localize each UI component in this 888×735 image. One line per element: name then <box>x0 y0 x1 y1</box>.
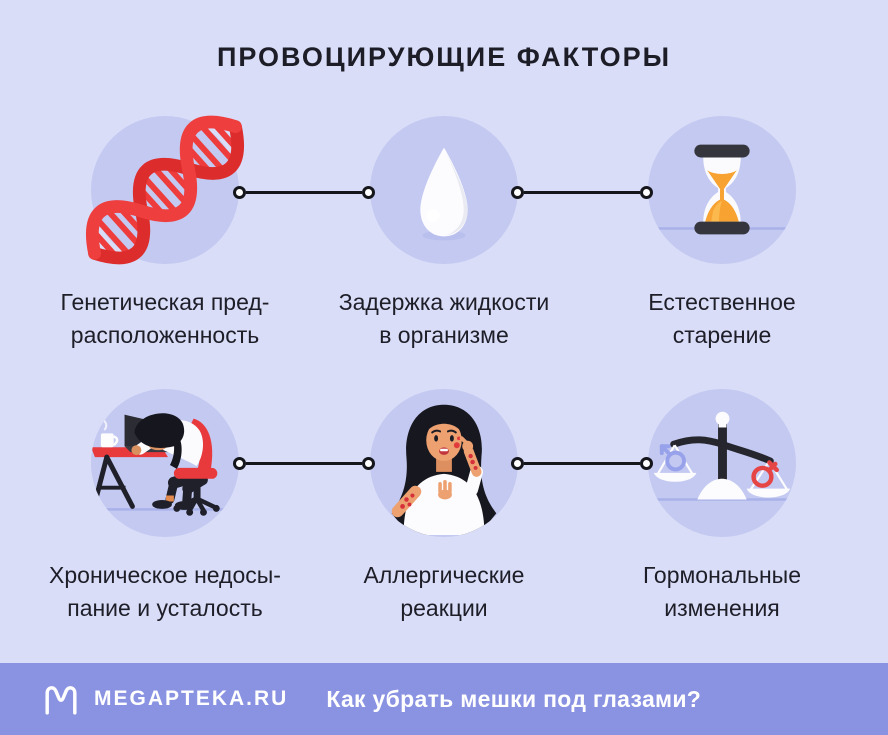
factor-circle-allergy <box>370 389 518 537</box>
hourglass-icon <box>649 144 795 235</box>
brand-name: MEGAPTEKA.RU <box>94 687 289 710</box>
water-drop-icon <box>420 147 468 241</box>
connector-node <box>511 185 524 199</box>
dna-icon <box>85 115 245 265</box>
factor-label-hormonal: Гормональные изменения <box>642 562 802 621</box>
connector-node <box>640 456 653 470</box>
connector-node <box>362 456 375 470</box>
connector-node <box>511 456 524 470</box>
connector-node <box>640 185 653 199</box>
connector-node <box>233 185 246 199</box>
factor-circle-genetic <box>85 115 245 265</box>
connector-line <box>233 185 375 199</box>
page-title: ПРОВОЦИРУЮЩИЕ ФАКТОРЫ <box>216 42 672 72</box>
connector-node <box>233 456 246 470</box>
factor-circle-hormonal <box>648 389 796 537</box>
factor-circle-fluid <box>370 116 518 264</box>
factor-circle-aging <box>648 116 796 264</box>
factor-label-genetic: Генетическая пред- расположенность <box>60 289 270 348</box>
connector-node <box>362 185 375 199</box>
allergic-reaction-icon <box>391 404 497 536</box>
footer-question: Как убрать мешки под глазами? <box>326 685 702 712</box>
connector-line <box>511 185 653 199</box>
factor-label-fatigue: Хроническое недосы- пание и усталость <box>49 562 281 621</box>
megapteka-logo-icon <box>45 686 77 715</box>
factor-label-fluid: Задержка жидкости в организме <box>338 289 550 348</box>
connector-line <box>511 456 653 470</box>
factor-label-aging: Естественное старение <box>648 289 796 348</box>
factor-circle-fatigue <box>91 389 239 537</box>
footer-bar: MEGAPTEKA.RU Как убрать мешки под глазам… <box>0 663 888 735</box>
connector-line <box>233 456 375 470</box>
factor-label-allergy: Аллергические реакции <box>363 562 525 621</box>
tired-person-icon <box>91 413 238 516</box>
hormonal-scales-icon <box>649 411 795 501</box>
